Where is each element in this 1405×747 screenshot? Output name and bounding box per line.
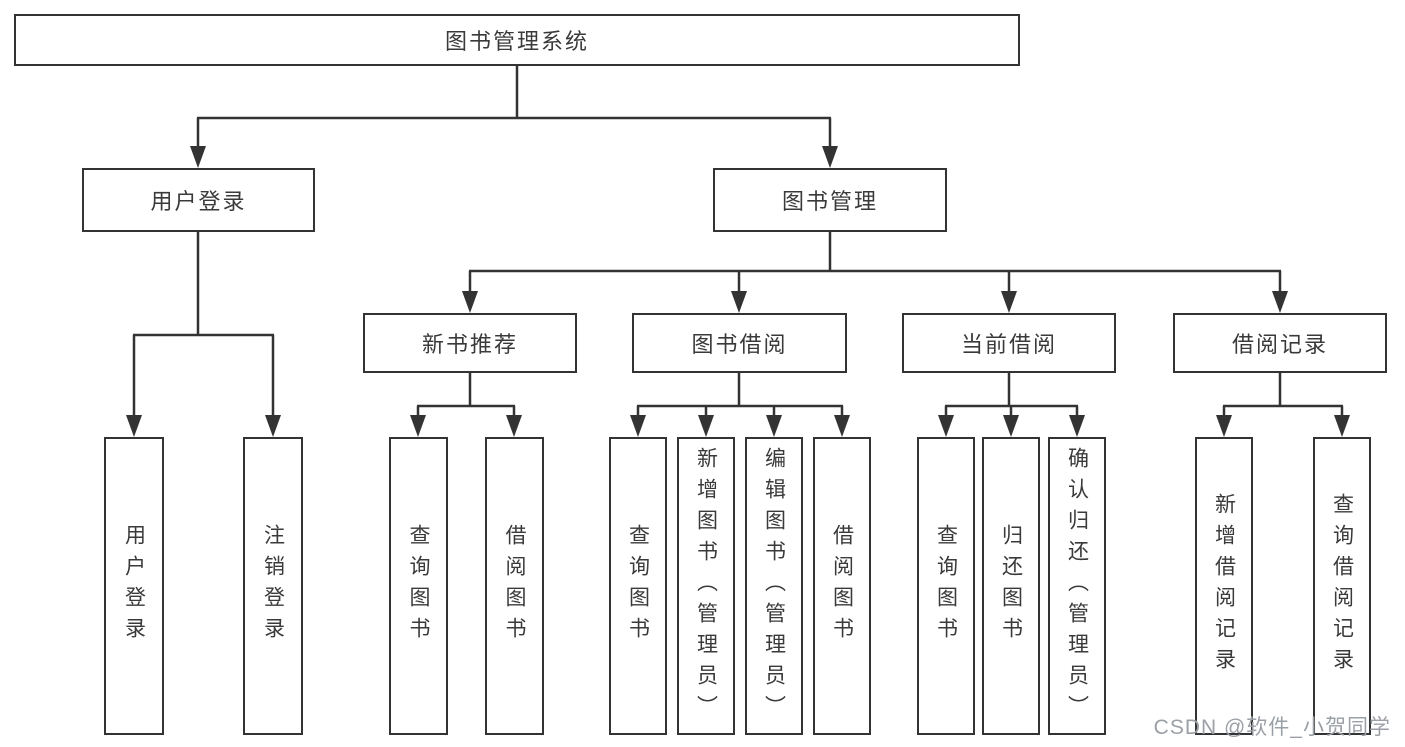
node-root-label: 图书管理系统: [444, 29, 589, 54]
leaf-add-book-admin-label: 新增图书（管理员）: [694, 446, 718, 726]
edge-book-borrow-to-leaves: [630, 373, 850, 437]
node-book-management: 图书管理: [713, 168, 947, 232]
node-borrow-records: 借阅记录: [1173, 313, 1387, 373]
leaf-logout-label: 注销登录: [261, 524, 285, 648]
leaf-query-borrow-record-label: 查询借阅记录: [1330, 493, 1354, 679]
leaf-borrow-books-borrow-label: 借阅图书: [830, 524, 854, 648]
leaf-query-books-newbook-label: 查询图书: [407, 524, 430, 648]
node-new-book-recommend-label: 新书推荐: [421, 332, 518, 357]
leaf-query-books-borrow: 查询图书: [609, 437, 667, 735]
edge-user-login-to-leaves: [126, 232, 281, 437]
node-borrow-records-label: 借阅记录: [1231, 332, 1328, 357]
edge-current-borrow-to-leaves: [938, 373, 1085, 437]
leaf-add-borrow-record: 新增借阅记录: [1195, 437, 1253, 735]
node-root-system: 图书管理系统: [14, 14, 1020, 66]
node-user-login-label: 用户登录: [150, 189, 247, 214]
leaf-return-books: 归还图书: [982, 437, 1040, 735]
node-user-login: 用户登录: [82, 168, 315, 232]
leaf-query-books-borrow-label: 查询图书: [626, 524, 650, 648]
node-new-book-recommend: 新书推荐: [363, 313, 577, 373]
node-book-management-label: 图书管理: [781, 189, 878, 214]
leaf-edit-book-admin-label: 编辑图书（管理员）: [762, 446, 786, 726]
leaf-query-books-current-label: 查询图书: [934, 524, 958, 648]
leaf-query-borrow-record: 查询借阅记录: [1313, 437, 1371, 735]
node-current-borrow: 当前借阅: [902, 313, 1116, 373]
edge-book-management-to-level3: [462, 232, 1288, 313]
node-current-borrow-label: 当前借阅: [960, 332, 1057, 357]
leaf-confirm-return-admin: 确认归还（管理员）: [1048, 437, 1106, 735]
watermark-text: CSDN @软件_小贺同学: [1153, 716, 1391, 739]
leaf-borrow-books-newbook-label: 借阅图书: [503, 524, 526, 648]
leaf-logout: 注销登录: [243, 437, 303, 735]
leaf-borrow-books-borrow: 借阅图书: [813, 437, 871, 735]
leaf-return-books-label: 归还图书: [999, 524, 1023, 648]
edge-records-to-leaves: [1216, 373, 1350, 437]
node-book-borrow: 图书借阅: [632, 313, 847, 373]
edge-root-to-level2: [190, 66, 838, 168]
leaf-user-login-label: 用户登录: [122, 524, 146, 648]
leaf-confirm-return-admin-label: 确认归还（管理员）: [1065, 446, 1089, 726]
leaf-query-books-newbook: 查询图书: [389, 437, 448, 735]
leaf-query-books-current: 查询图书: [917, 437, 975, 735]
node-book-borrow-label: 图书借阅: [691, 332, 788, 357]
leaf-borrow-books-newbook: 借阅图书: [485, 437, 544, 735]
leaf-add-book-admin: 新增图书（管理员）: [677, 437, 735, 735]
leaf-edit-book-admin: 编辑图书（管理员）: [745, 437, 803, 735]
leaf-add-borrow-record-label: 新增借阅记录: [1212, 493, 1236, 679]
leaf-user-login: 用户登录: [104, 437, 164, 735]
edge-new-book-to-leaves: [410, 373, 522, 437]
